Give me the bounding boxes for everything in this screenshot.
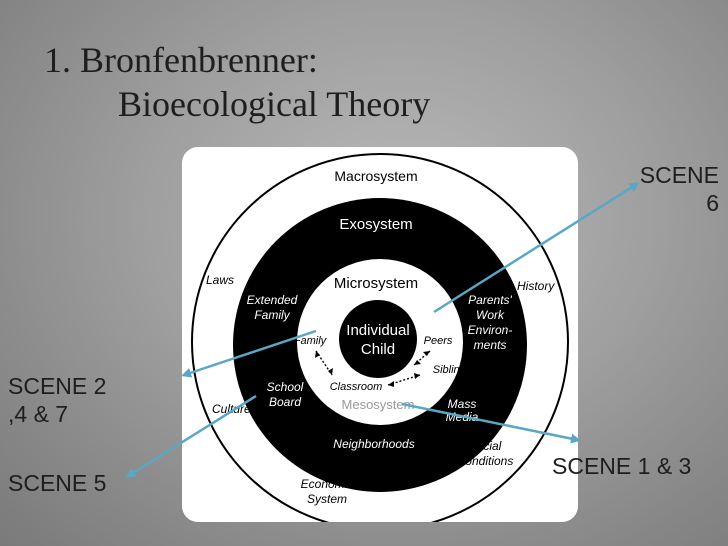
slide-title: 1. Bronfenbrenner: Bioecological Theory <box>44 38 430 126</box>
arrowhead <box>423 351 430 356</box>
scene-6-line-1: SCENE <box>639 162 719 188</box>
title-line-1: 1. Bronfenbrenner: <box>44 40 318 80</box>
culture-label: Culture <box>212 402 251 416</box>
social-conditions-label-1: Social <box>469 439 502 453</box>
arrowhead <box>414 373 420 379</box>
title-line-2: Bioecological Theory <box>118 84 431 124</box>
extended-family-label-2: Family <box>254 308 290 322</box>
mass-media-label-1: Mass <box>448 397 477 411</box>
arrowhead <box>414 360 421 365</box>
scene-2-4-7-line-2: ,4 & 7 <box>8 401 69 427</box>
economic-label-1: Economic <box>301 477 354 491</box>
parents-work-label-3: Environ- <box>468 323 513 337</box>
microsystem-label: Microsystem <box>334 275 418 292</box>
scene-5-label: SCENE 5 <box>8 470 107 496</box>
scene-6-label: SCENE 6 <box>623 161 719 217</box>
mesosystem-label: Mesosystem <box>342 397 415 412</box>
economic-label-2: System <box>307 492 347 506</box>
bioecological-diagram: Macrosystem Laws History Culture Economi… <box>182 147 578 522</box>
macrosystem-label: Macrosystem <box>334 168 417 184</box>
school-board-label-2: Board <box>269 395 301 409</box>
arrowhead <box>388 381 394 387</box>
classroom-label: Classroom <box>330 381 383 393</box>
mass-media-label-2: Media <box>446 410 479 424</box>
exosystem-label: Exosystem <box>339 216 412 233</box>
diagram-svg: Macrosystem Laws History Culture Economi… <box>191 153 569 522</box>
scene-2-4-7-label: SCENE 2 ,4 & 7 <box>8 372 106 428</box>
scene-2-4-7-line-1: SCENE 2 <box>8 373 107 399</box>
family-label: Family <box>294 335 328 347</box>
peers-label: Peers <box>424 335 453 347</box>
parents-work-label-2: Work <box>476 308 505 322</box>
laws-label: Laws <box>206 273 234 287</box>
center-label-2: Child <box>361 341 395 358</box>
history-label: History <box>517 279 555 293</box>
parents-work-label-1: Parents' <box>468 293 512 307</box>
individual-child-core <box>339 300 417 378</box>
siblings-label: Siblings <box>433 364 472 376</box>
school-board-label-1: School <box>267 380 304 394</box>
extended-family-label-1: Extended <box>247 293 298 307</box>
neighborhoods-label: Neighborhoods <box>333 437 414 451</box>
social-conditions-label-2: Conditions <box>457 454 514 468</box>
arrowhead <box>328 368 333 375</box>
center-label-1: Individual <box>346 322 409 339</box>
parents-work-label-4: ments <box>474 338 507 352</box>
scene-1-3-label: SCENE 1 & 3 <box>552 453 692 479</box>
scene-6-line-2: 6 <box>706 190 719 216</box>
